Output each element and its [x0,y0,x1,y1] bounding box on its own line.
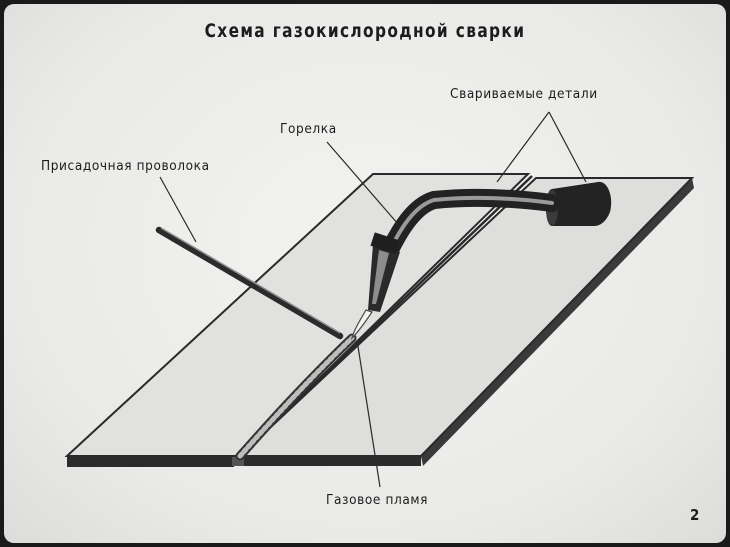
diagram-title: Схема газокислородной сварки [204,20,526,42]
page-number: 2 [690,506,700,524]
seam-line [239,175,533,457]
filler-wire [155,226,344,340]
right-plate [237,177,695,457]
leader-torch [326,141,399,225]
label-torch: Горелка [280,121,337,137]
left-plate-edge [67,456,234,467]
gas-flame [350,309,373,340]
welding-diagram [64,111,695,488]
left-plate [64,173,531,457]
leader-parts-left [496,111,550,183]
leader-parts-right [548,111,587,183]
label-flame: Газовое пламя [326,492,429,508]
right-plate-side [421,178,694,466]
leader-wire [159,176,197,243]
torch-handle [546,181,612,226]
slide: Схема газокислородной сварки Свариваемые… [4,4,726,543]
label-filler-wire: Присадочная проволока [41,158,210,174]
leader-flame [356,339,381,488]
right-plate-edge [240,456,421,466]
label-parts: Свариваемые детали [450,86,598,102]
